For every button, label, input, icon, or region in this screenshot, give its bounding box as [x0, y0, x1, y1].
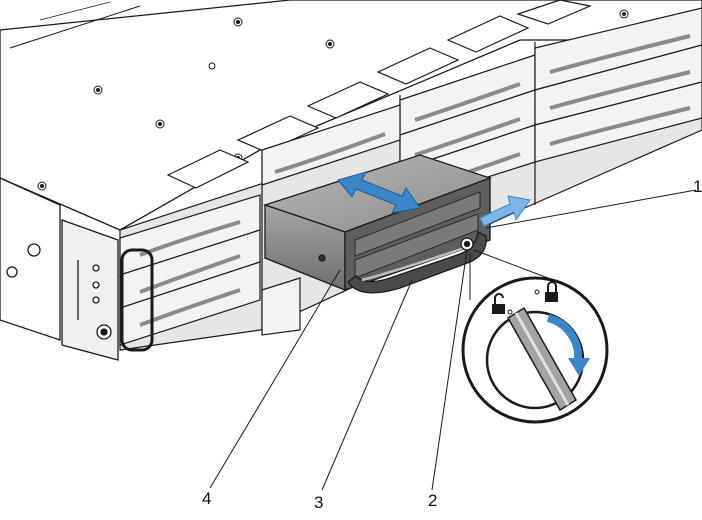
unlock-icon [492, 293, 513, 315]
bay-left-column [119, 194, 261, 346]
callout-1: 1 [693, 177, 702, 196]
double-headed-arrow-icon [337, 171, 421, 214]
callout-3: 3 [314, 493, 324, 512]
bay-center-column [261, 104, 401, 336]
front-control-panel [0, 177, 154, 361]
bay-right-column [534, 7, 702, 163]
rotate-clockwise-arrow-icon [546, 314, 583, 361]
drive-release-handle [347, 231, 487, 294]
callout-4: 4 [202, 489, 212, 508]
callout-2: 2 [428, 491, 438, 510]
outward-arrow-icon [479, 195, 531, 227]
lock-icon [534, 281, 558, 302]
leader-lines [209, 189, 697, 491]
rack-handle [120, 248, 154, 352]
hard-drive-carrier [262, 154, 492, 294]
chassis-vents [166, 0, 593, 189]
lock-magnifier-inset [461, 276, 609, 424]
